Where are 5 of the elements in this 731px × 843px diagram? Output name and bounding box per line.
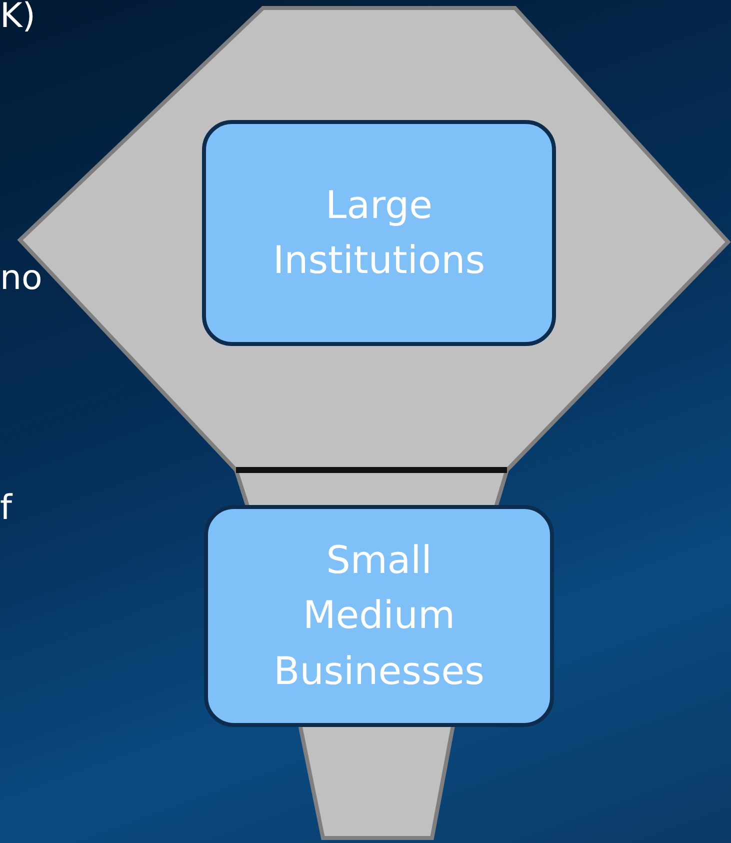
- text-fragment: no: [0, 258, 42, 298]
- rounded-box: Small Medium Businesses: [204, 505, 554, 727]
- rounded-box: Large Institutions: [202, 120, 556, 346]
- text-fragment: K): [0, 0, 36, 36]
- text-fragment: f: [0, 488, 12, 528]
